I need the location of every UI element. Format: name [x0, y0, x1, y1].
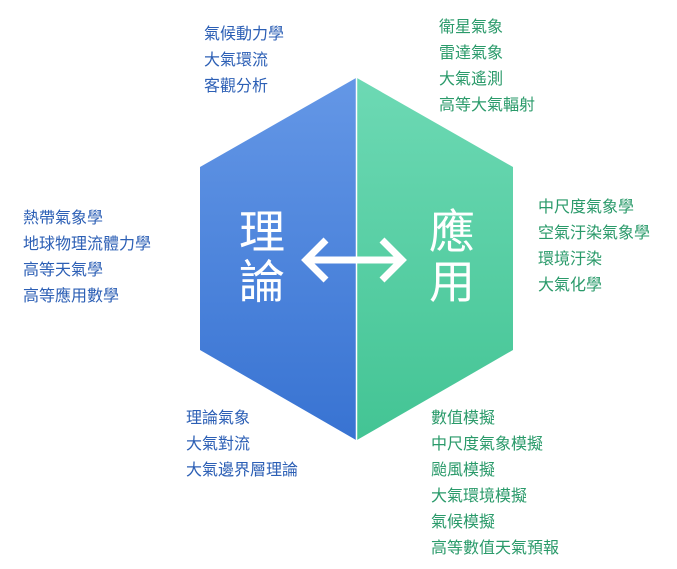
topic-item: 氣候動力學 [204, 24, 285, 43]
top-right-topics: 衛星氣象 雷達氣象 大氣遙測 高等大氣輻射 [439, 14, 535, 118]
topic-item: 環境汙染 [538, 249, 603, 268]
application-label-1: 應 [429, 205, 475, 259]
topic-item: 大氣邊界層理論 [186, 460, 299, 479]
topic-item: 高等數值天氣預報 [431, 538, 560, 557]
theory-half-hexagon [200, 78, 356, 440]
bottom-left-topics: 理論氣象 大氣對流 大氣邊界層理論 [186, 405, 298, 483]
topic-item: 熱帶氣象學 [23, 208, 104, 227]
application-label-2: 用 [429, 255, 475, 309]
bottom-right-topics: 數值模擬 中尺度氣象模擬 颱風模擬 大氣環境模擬 氣候模擬 高等數值天氣預報 [431, 405, 559, 561]
topic-item: 地球物理流體力學 [23, 234, 152, 253]
topic-item: 大氣對流 [186, 434, 251, 453]
topic-item: 中尺度氣象學 [538, 197, 635, 216]
right-topics: 中尺度氣象學 空氣汙染氣象學 環境汙染 大氣化學 [538, 194, 650, 298]
topic-item: 高等應用數學 [23, 286, 120, 305]
topic-item: 大氣環境模擬 [431, 486, 528, 505]
topic-item: 數值模擬 [431, 408, 496, 427]
topic-item: 理論氣象 [186, 408, 251, 427]
topic-item: 大氣環流 [204, 50, 269, 69]
application-half-hexagon [357, 78, 513, 440]
double-arrow-icon [301, 237, 407, 283]
theory-label-2: 論 [239, 255, 285, 309]
theory-label-1: 理 [239, 205, 285, 259]
topic-item: 雷達氣象 [439, 43, 504, 62]
topic-item: 高等大氣輻射 [439, 95, 536, 114]
topic-item: 中尺度氣象模擬 [431, 434, 544, 453]
topic-item: 颱風模擬 [431, 460, 496, 479]
topic-item: 高等天氣學 [23, 260, 104, 279]
topic-item: 空氣汙染氣象學 [538, 223, 651, 242]
top-left-topics: 氣候動力學 大氣環流 客觀分析 [204, 21, 284, 99]
topic-item: 客觀分析 [204, 76, 269, 95]
left-topics: 熱帶氣象學 地球物理流體力學 高等天氣學 高等應用數學 [23, 205, 151, 309]
topic-item: 氣候模擬 [431, 512, 496, 531]
topic-item: 大氣遙測 [439, 69, 504, 88]
topic-item: 大氣化學 [538, 275, 603, 294]
topic-item: 衛星氣象 [439, 17, 504, 36]
